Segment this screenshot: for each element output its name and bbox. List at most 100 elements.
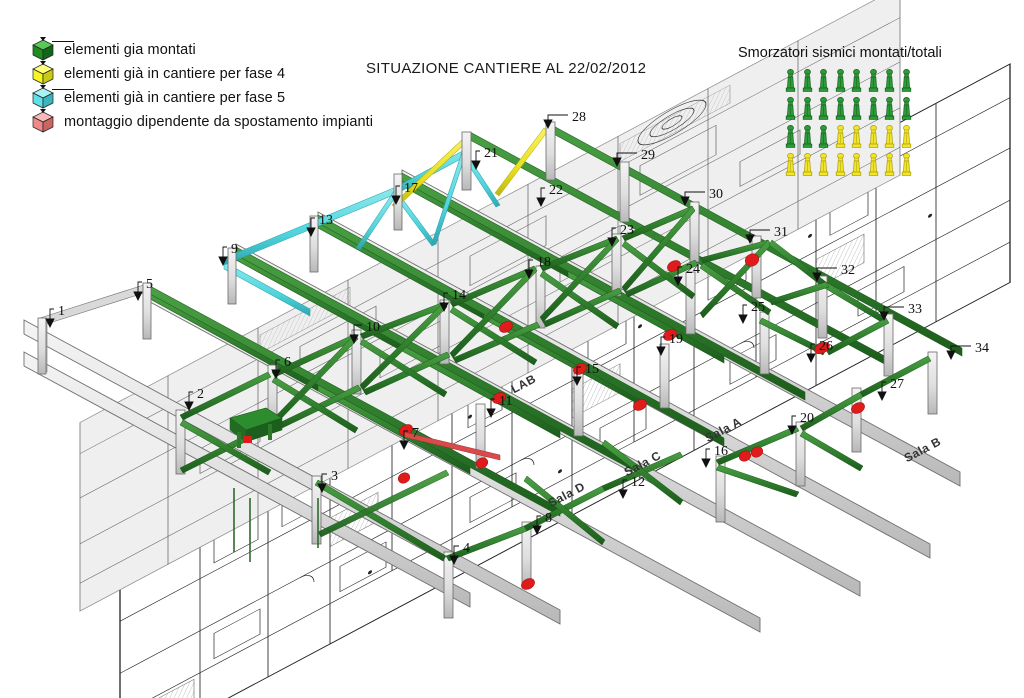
callout-arrow-5 [133,291,143,302]
damper-icon-green [900,69,913,94]
callout-arrow-7 [399,440,409,451]
callout-leader-26 [810,343,815,356]
callout-arrow-9 [218,256,228,267]
damper-icon-green [883,97,896,122]
callout-leader-25 [742,304,747,317]
callout-leader-6 [275,359,280,372]
callout-arrow-18 [524,269,534,280]
legend-row-2: elementi già in cantiere per fase 4 [30,61,430,86]
callout-number-18: 18 [537,255,551,270]
callout-number-34: 34 [975,341,989,356]
damper-icon-green [817,97,830,122]
damper-icon-yellow [850,153,863,178]
legend-leader-stub [52,89,74,90]
callout-arrow-26 [806,353,816,364]
callout-number-33: 33 [908,302,922,317]
callout-arrow-2 [184,401,194,412]
damper-icon-green [784,125,797,150]
callout-leader-30 [684,191,705,199]
legend-row-1: elementi gia montati [30,37,430,62]
legend-label-2: elementi già in cantiere per fase 4 [64,66,286,82]
hanging-ties [233,488,319,562]
callout-leader-28 [547,114,568,122]
callout-leader-22 [540,187,545,200]
damper-icon-yellow [784,153,797,178]
callout-number-3: 3 [331,469,338,484]
blocked-joint-markers [239,253,865,590]
callout-number-31: 31 [774,225,788,240]
callout-arrow-6 [271,369,281,380]
legend-label-1: elementi gia montati [64,42,196,58]
callout-number-24: 24 [686,262,700,277]
callout-leader-10 [353,324,362,337]
callout-number-4: 4 [463,541,470,556]
callout-leader-18 [528,259,533,272]
callout-arrow-23 [607,237,617,248]
damper-icon-green [817,69,830,94]
callout-arrow-11 [486,408,496,419]
callout-arrow-33 [879,311,889,322]
callout-leader-16 [705,448,710,461]
callout-arrow-10 [349,334,359,345]
damper-icon-yellow [883,153,896,178]
callout-arrow-27 [877,391,887,402]
callout-leader-12 [622,479,627,492]
callout-number-13: 13 [319,213,333,228]
callout-arrow-29 [612,157,622,168]
callout-leader-15 [576,366,581,379]
callout-arrow-32 [812,272,822,283]
callout-number-1: 1 [58,304,65,319]
green-platform [229,407,283,448]
callout-arrow-3 [317,483,327,494]
callout-number-29: 29 [641,148,655,163]
damper-panel: Smorzatori sismici montati/totali [738,45,988,178]
damper-icon-yellow [900,125,913,150]
callout-arrow-34 [946,350,956,361]
legend-row-3: elementi già in cantiere per fase 5 [30,85,430,111]
truss-frame-a [39,282,151,373]
legend-label-3: elementi già in cantiere per fase 5 [64,90,286,106]
callout-leader-7 [403,430,408,443]
legend-label-4: montaggio dipendente da spostamento impi… [64,114,374,130]
damper-icon-green [784,97,797,122]
callout-arrow-28 [543,119,553,130]
callout-arrow-19 [656,346,666,357]
callout-arrow-4 [449,555,459,566]
damper-icon-yellow [834,153,847,178]
callout-leader-23 [611,227,616,240]
salmon-cube-icon [30,109,56,135]
callout-number-12: 12 [631,475,645,490]
callout-leader-29 [616,152,637,160]
damper-icon-green [900,97,913,122]
callout-arrow-21 [471,160,481,171]
callout-number-32: 32 [841,263,855,278]
damper-icon-green [867,97,880,122]
steel-main-beams [23,169,961,633]
callout-leader-11 [490,398,495,411]
callout-arrow-8 [532,525,542,536]
damper-icon-yellow [900,153,913,178]
damper-icon-green [850,69,863,94]
callout-leader-19 [660,336,665,349]
damper-icon-yellow [850,125,863,150]
callout-number-20: 20 [800,411,814,426]
damper-row-1 [784,69,988,94]
damper-icon-green [801,125,814,150]
callout-number-26: 26 [819,339,833,354]
callout-leader-17 [395,185,400,198]
callout-leader-31 [749,229,770,237]
callout-number-8: 8 [545,511,552,526]
callout-arrow-13 [306,227,316,238]
damper-icon-yellow [834,125,847,150]
callout-number-2: 2 [197,387,204,402]
callout-arrow-24 [673,276,683,287]
callout-leader-32 [816,267,837,275]
callout-leader-8 [536,515,541,528]
callout-leader-1 [49,308,54,321]
callout-arrow-14 [439,302,449,313]
damper-icon-yellow [801,153,814,178]
cyan-cube-icon [30,85,56,111]
damper-row-4 [784,153,988,178]
callout-number-16: 16 [714,444,728,459]
